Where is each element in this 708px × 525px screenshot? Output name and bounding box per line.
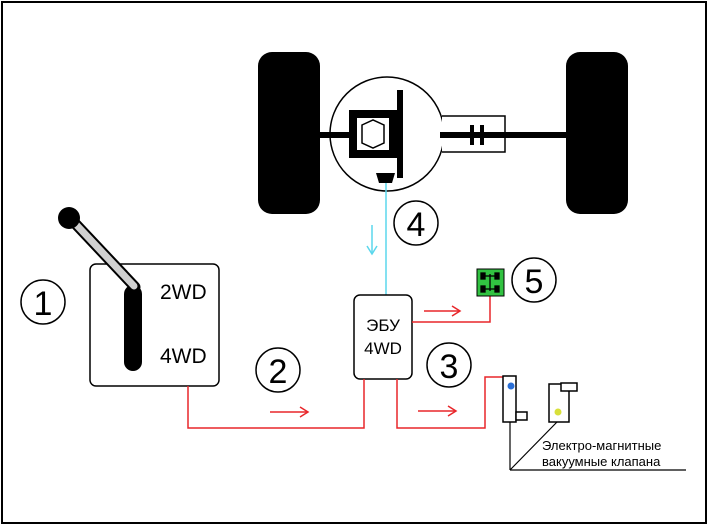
shifter-knob: [58, 207, 80, 229]
arrow-2-head: [299, 406, 310, 418]
valves-caption-line2: вакуумные клапана: [542, 454, 661, 469]
callout-2-number: 2: [269, 353, 288, 391]
ecu-4wd: ЭБУ 4WD: [353, 294, 413, 380]
callout-2: 2: [255, 347, 301, 393]
wire-ecu-valves: [396, 376, 512, 429]
front-axle: [258, 52, 628, 214]
callout-4-number: 4: [407, 206, 426, 244]
ecu-label-line1: ЭБУ: [366, 316, 400, 335]
4wd-indicator: [476, 268, 505, 297]
control-wires: [187, 295, 512, 429]
wire-shifter-ecu: [187, 379, 365, 429]
arrow-3-head: [447, 405, 458, 417]
callout-4: 4: [393, 200, 439, 246]
shifter-slot: [124, 285, 142, 371]
valves-caption-line1: Электро-магнитные: [542, 438, 661, 453]
valve-1-blue-dot: [507, 382, 515, 390]
coupling-right: [480, 125, 484, 145]
gear-2wd-label: 2WD: [160, 281, 207, 304]
callout-1: 1: [20, 279, 66, 325]
gear-4wd-label: 4WD: [160, 345, 207, 368]
arrow-5-head: [451, 305, 462, 317]
valve-2-yellow-dot: [554, 408, 562, 416]
callout-3: 3: [426, 342, 472, 388]
callout-3-number: 3: [440, 348, 459, 386]
shifter-lever: [66, 214, 138, 290]
differential-spider: [361, 119, 385, 149]
left-wheel: [258, 52, 320, 214]
callout-1-number: 1: [34, 285, 53, 323]
vacuum-valves: Электро-магнитные вакуумные клапана: [502, 375, 686, 471]
speed-sensor: [376, 173, 395, 183]
sensor-arrow: [366, 225, 378, 256]
indicator-4wd-icon: [480, 272, 500, 293]
ring-gear: [397, 90, 403, 178]
coupling-left: [470, 125, 474, 145]
shifter-panel: [89, 263, 220, 387]
ecu-label-line2: 4WD: [364, 339, 402, 358]
wire-ecu-indicator: [412, 295, 491, 323]
valve-leader-lines: [509, 421, 686, 471]
callout-5-number: 5: [525, 263, 544, 301]
ecu-box: [353, 294, 413, 380]
right-wheel: [566, 52, 628, 214]
valve-2: [548, 382, 578, 423]
transfer-shifter: 2WD 4WD: [58, 207, 220, 387]
callout-5: 5: [511, 257, 557, 303]
